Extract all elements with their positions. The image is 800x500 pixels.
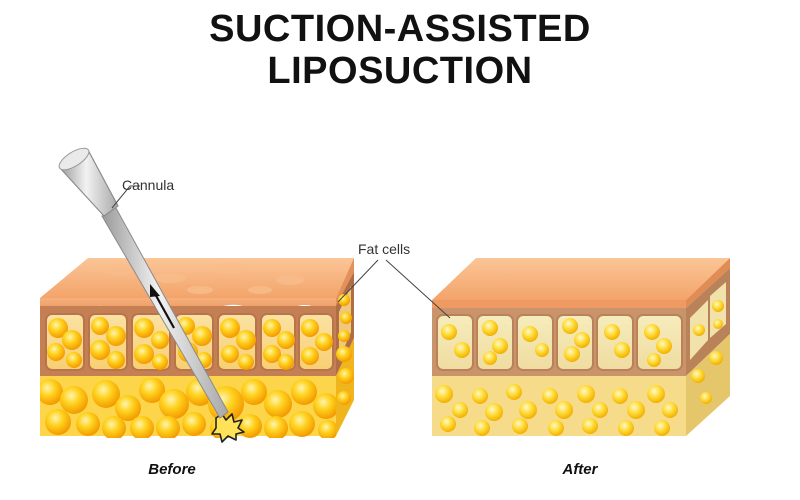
cannula-icon — [58, 147, 229, 419]
before-fat-cells — [47, 294, 352, 370]
title-line-2: LIPOSUCTION — [267, 50, 533, 92]
after-tissue-block — [432, 258, 730, 436]
before-tissue-block — [40, 147, 354, 443]
cannula-label: Cannula — [122, 177, 174, 193]
fat-cells-leader-before — [337, 259, 379, 303]
after-caption: After — [561, 461, 598, 478]
suction-debris-icon — [211, 413, 245, 443]
after-fat-chambers — [436, 314, 683, 371]
leader-lines — [111, 185, 451, 319]
fat-cells-label: Fat cells — [358, 241, 410, 257]
before-caption: Before — [148, 461, 196, 478]
after-fat-cells — [441, 300, 724, 367]
after-skin-surface — [432, 258, 730, 300]
diagram-title: SUCTION-ASSISTED LIPOSUCTION — [0, 8, 800, 92]
cannula-leader-line — [111, 185, 140, 209]
fat-cells-leader-after — [385, 259, 451, 319]
title-line-1: SUCTION-ASSISTED — [209, 8, 591, 50]
